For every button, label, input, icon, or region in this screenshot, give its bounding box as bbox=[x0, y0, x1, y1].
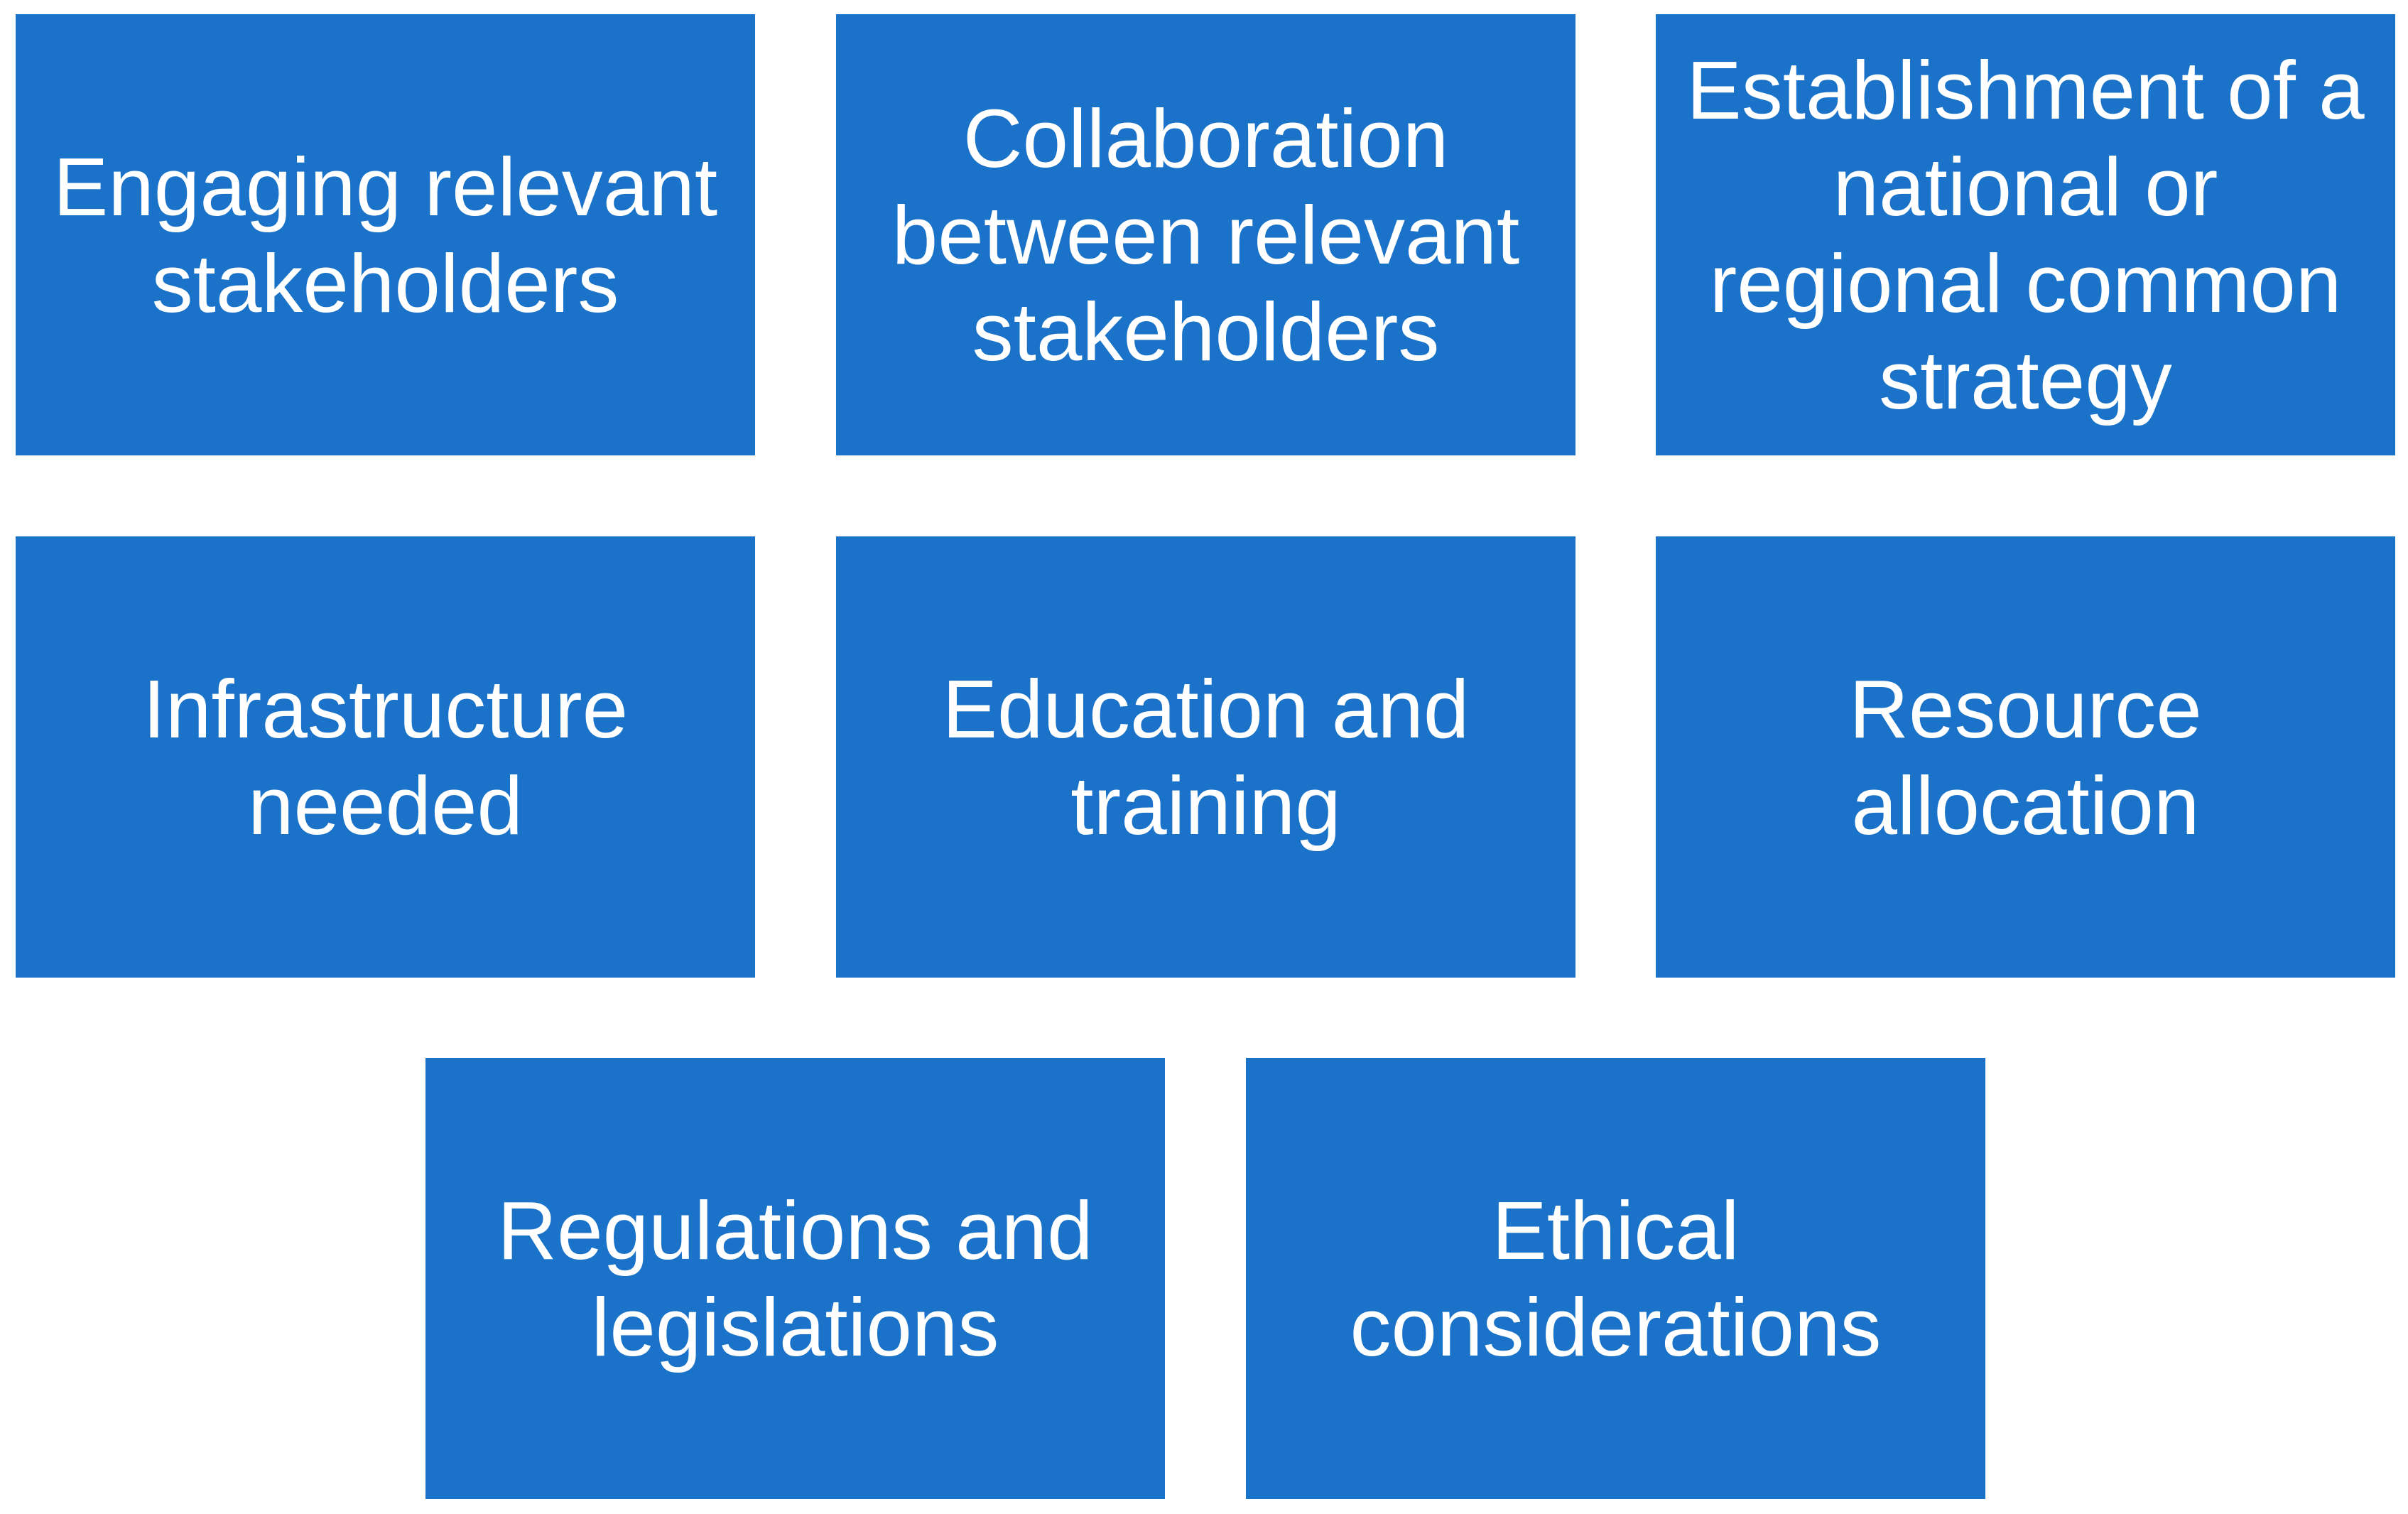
box-infrastructure: Infrastructure needed bbox=[16, 536, 755, 978]
box-regulations: Regulations and legislations bbox=[425, 1058, 1165, 1499]
box-label: Infrastructure needed bbox=[142, 662, 629, 852]
box-label: Establishment of a national or regional … bbox=[1686, 43, 2365, 426]
box-label: Resource allocation bbox=[1849, 662, 2202, 852]
box-label: Collaboration between relevant stakehold… bbox=[891, 92, 1520, 378]
box-resource-allocation: Resource allocation bbox=[1656, 536, 2395, 978]
box-ethical-considerations: Ethical considerations bbox=[1246, 1058, 1985, 1499]
box-common-strategy: Establishment of a national or regional … bbox=[1656, 14, 2395, 455]
box-engaging-stakeholders: Engaging relevant stakeholders bbox=[16, 14, 755, 455]
box-label: Regulations and legislations bbox=[497, 1184, 1093, 1373]
box-label: Education and training bbox=[942, 662, 1470, 852]
box-label: Engaging relevant stakeholders bbox=[53, 140, 718, 330]
box-collaboration: Collaboration between relevant stakehold… bbox=[836, 14, 1575, 455]
box-label: Ethical considerations bbox=[1350, 1184, 1882, 1373]
box-education-training: Education and training bbox=[836, 536, 1575, 978]
